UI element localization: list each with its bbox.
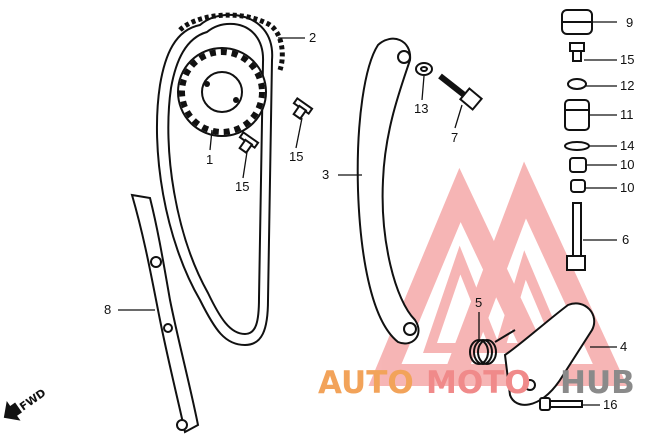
callout-13: 13	[414, 101, 428, 116]
callout-9: 9	[626, 15, 633, 30]
callout-numbers: 1 2 3 4 5 6 7 8 9 10 10 11 12 13 14 15 1…	[104, 15, 634, 412]
callout-7: 7	[451, 130, 458, 145]
cam-chain	[155, 12, 285, 347]
tensioner-cap	[561, 9, 593, 35]
arrow-left-icon	[3, 401, 22, 421]
callout-10-lower: 10	[620, 180, 634, 195]
callout-15-lower: 15	[235, 179, 249, 194]
callout-12: 12	[620, 78, 634, 93]
callout-16: 16	[603, 397, 617, 412]
callout-3: 3	[322, 167, 329, 182]
watermark-inner-left	[423, 245, 503, 353]
callout-11: 11	[620, 107, 634, 122]
tensioner-collar-a	[569, 157, 587, 173]
watermark-text: AUTO MOTO HUB	[318, 365, 635, 401]
pivot-bolt	[438, 73, 484, 111]
chain-guide	[130, 193, 200, 434]
forward-indicator: FWD	[3, 386, 48, 421]
watermark-moto: MOTO	[426, 365, 531, 401]
callout-5: 5	[475, 295, 482, 310]
watermark-hub: HUB	[560, 365, 635, 401]
callout-1: 1	[206, 152, 213, 167]
tensioner-holder	[564, 99, 590, 131]
callout-14: 14	[620, 138, 634, 153]
tensioner-arm	[356, 37, 420, 345]
pivot-washer	[415, 62, 433, 76]
callout-4: 4	[620, 339, 627, 354]
sprocket-bolt-lower	[238, 130, 260, 155]
o-ring	[564, 141, 590, 151]
tensioner-shaft	[566, 202, 586, 271]
tensioner-wedge	[503, 302, 596, 406]
cam-sprocket	[177, 47, 267, 137]
watermark-auto: AUTO	[318, 365, 414, 401]
leader-lines	[118, 21, 617, 406]
sprocket-bolt-upper	[292, 96, 314, 121]
callout-6: 6	[622, 232, 629, 247]
callout-8: 8	[104, 302, 111, 317]
fwd-label: FWD	[17, 386, 48, 413]
callout-10-upper: 10	[620, 157, 634, 172]
tensioner-bolt	[569, 42, 585, 62]
sealing-washer	[567, 78, 587, 90]
callout-15-upper: 15	[289, 149, 303, 164]
callout-15-stack: 15	[620, 52, 634, 67]
tensioner-collar-b	[570, 179, 586, 193]
wedge-bolt	[539, 397, 583, 411]
callout-2: 2	[309, 30, 316, 45]
